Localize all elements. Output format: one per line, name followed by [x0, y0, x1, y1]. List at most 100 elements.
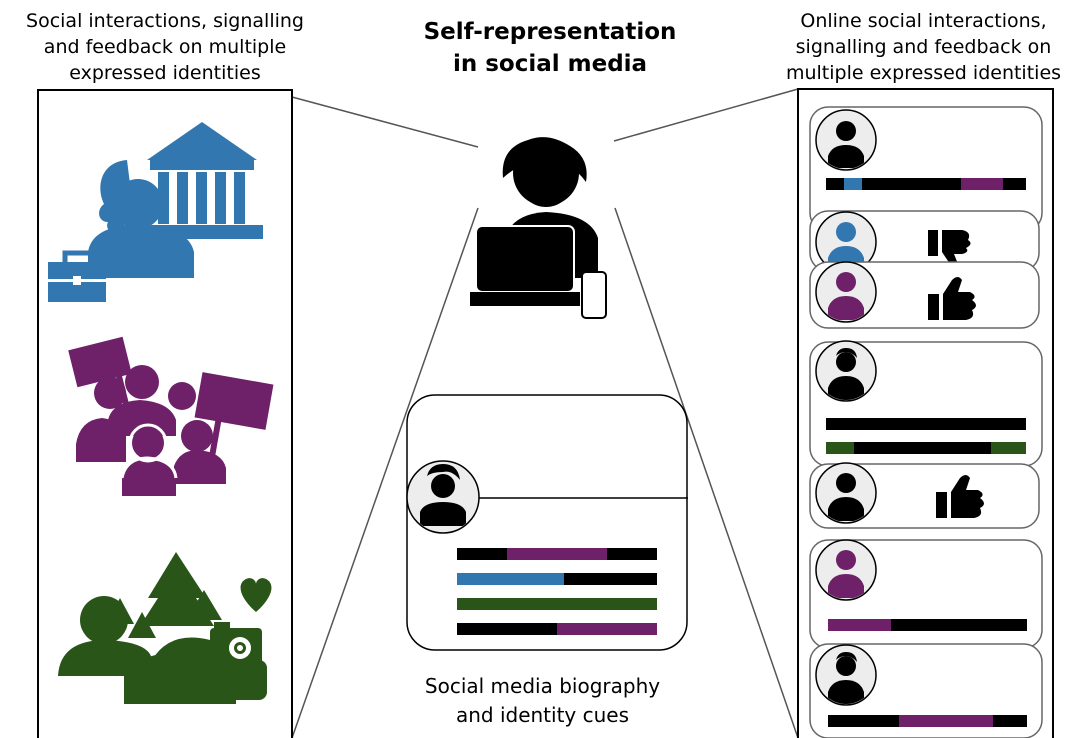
- protest-group-icon-part: [194, 372, 274, 430]
- biography-caption: Social media biography and identity cues: [424, 674, 661, 727]
- feed-post-part: [991, 442, 1026, 454]
- feed-post-part: [961, 178, 1003, 190]
- biography-card-part: [457, 573, 564, 585]
- bio-avatar-icon-part: [420, 502, 466, 526]
- feed-post: [809, 340, 1043, 467]
- government-building-icon-part: [234, 172, 245, 224]
- connector-lines-part: [614, 207, 799, 738]
- biography-card: [406, 394, 688, 651]
- thumbs-up-icon-part: [943, 277, 976, 320]
- thumbs-down-icon-part: [942, 230, 971, 266]
- feed-post: [809, 539, 1043, 649]
- thumbs-up-icon-part: [928, 294, 939, 320]
- forest-landscape-icon-part: [128, 612, 156, 638]
- biography-card-part: [557, 623, 657, 635]
- connector-lines-part: [613, 88, 799, 142]
- feed-post-part: [828, 550, 864, 598]
- feed-post-part-part: [828, 376, 864, 400]
- feed-post-part: [828, 121, 864, 168]
- protest-group-icon-part: [181, 420, 213, 452]
- left-identity-panel: [37, 89, 293, 738]
- government-building-icon-part: [177, 172, 188, 224]
- forest-landscape-icon-part: [186, 590, 222, 620]
- thumbs-up-icon-part: [951, 475, 984, 518]
- thumbs-up-icon: [936, 475, 984, 518]
- biography-card-part: [457, 598, 657, 610]
- connector-lines: [291, 88, 799, 738]
- feed-post-part-part: [836, 348, 857, 358]
- user-at-laptop-icon-part: [470, 292, 580, 306]
- feed-post-part-part: [836, 121, 856, 141]
- connector-lines-part: [291, 207, 479, 738]
- protest-group-icon-part: [174, 450, 226, 484]
- bio-avatar-icon-part: [431, 474, 455, 498]
- feed-post-part: [828, 348, 864, 400]
- feed-post-part: [828, 652, 864, 704]
- feed-reaction-part-part: [828, 296, 864, 320]
- briefcase-icon-part: [62, 250, 94, 262]
- thumbs-up-icon-part: [936, 492, 947, 518]
- feed-post-part: [844, 178, 862, 190]
- right-panel-caption: Online social interactions, signalling a…: [785, 10, 1062, 84]
- diagram-canvas-part-part: [128, 423, 168, 463]
- person-icon: [88, 160, 194, 278]
- government-building-icon-part: [158, 172, 169, 224]
- briefcase-icon: [48, 250, 106, 302]
- diagram-title: Self-representation in social media: [423, 19, 677, 77]
- user-at-laptop-icon-part: [475, 225, 575, 293]
- protest-group-icon-part: [122, 458, 176, 496]
- briefcase-icon-part: [73, 276, 81, 285]
- camera-icon-part: [214, 622, 230, 630]
- feed-post-part: [826, 418, 1026, 430]
- right-feed-panel: [797, 88, 1054, 738]
- connector-lines-part: [291, 96, 479, 148]
- biography-card-part: [406, 394, 688, 651]
- forest-landscape-icon-part: [172, 660, 267, 700]
- protest-group-icon-part: [94, 377, 126, 409]
- biography-card-part: [507, 548, 607, 560]
- bio-avatar-icon: [420, 464, 466, 526]
- feed-reaction-part-part: [828, 497, 864, 521]
- user-at-laptop-icon-part: [519, 153, 573, 207]
- feed-post-part-part: [828, 680, 864, 704]
- government-building-icon-part: [147, 122, 257, 160]
- feed-reaction-part: [828, 272, 864, 320]
- feed-reaction: [809, 261, 1040, 329]
- thumbs-down-icon-part: [928, 230, 938, 256]
- protest-group-icon-part: [168, 382, 196, 410]
- feed-reaction-part-part: [836, 222, 856, 242]
- thumbs-down-icon: [928, 230, 971, 266]
- feed-post-part-part: [836, 656, 856, 676]
- protest-group-icon-part: [207, 417, 222, 464]
- government-building-icon-part: [150, 160, 254, 170]
- feed-post-part-part: [828, 574, 864, 598]
- feed-post-part-part: [836, 652, 857, 662]
- left-panel-caption: Social interactions, signalling and feed…: [26, 10, 304, 84]
- feed-reaction-part-part: [836, 473, 856, 493]
- feed-post-part: [828, 619, 891, 631]
- feed-reaction-part: [828, 473, 864, 521]
- heart-icon: [240, 578, 272, 612]
- feed-post: [809, 643, 1043, 738]
- camera-icon-part: [237, 645, 243, 651]
- user-at-laptop-icon: [470, 137, 607, 319]
- bio-avatar-icon-part: [427, 464, 460, 480]
- feed-post-part-part: [836, 550, 856, 570]
- user-at-laptop-icon-part: [581, 271, 607, 319]
- person-icon-part: [88, 224, 194, 278]
- diagram-canvas-part: [120, 423, 178, 479]
- protest-group-icon-part: [125, 365, 159, 399]
- feed-post-part: [899, 715, 993, 727]
- protest-group-icon-part: [132, 427, 164, 459]
- feed-post-part: [826, 442, 854, 454]
- thumbs-up-icon: [928, 277, 976, 320]
- feed-post-part: [826, 442, 1026, 454]
- feed-reaction: [809, 462, 1040, 529]
- government-building-icon-part: [196, 172, 207, 224]
- feed-post-part-part: [828, 145, 864, 168]
- government-building-icon: [145, 122, 263, 239]
- person-icon-part: [113, 179, 163, 229]
- forest-landscape-icon: [58, 552, 267, 704]
- camera-icon: [210, 622, 262, 666]
